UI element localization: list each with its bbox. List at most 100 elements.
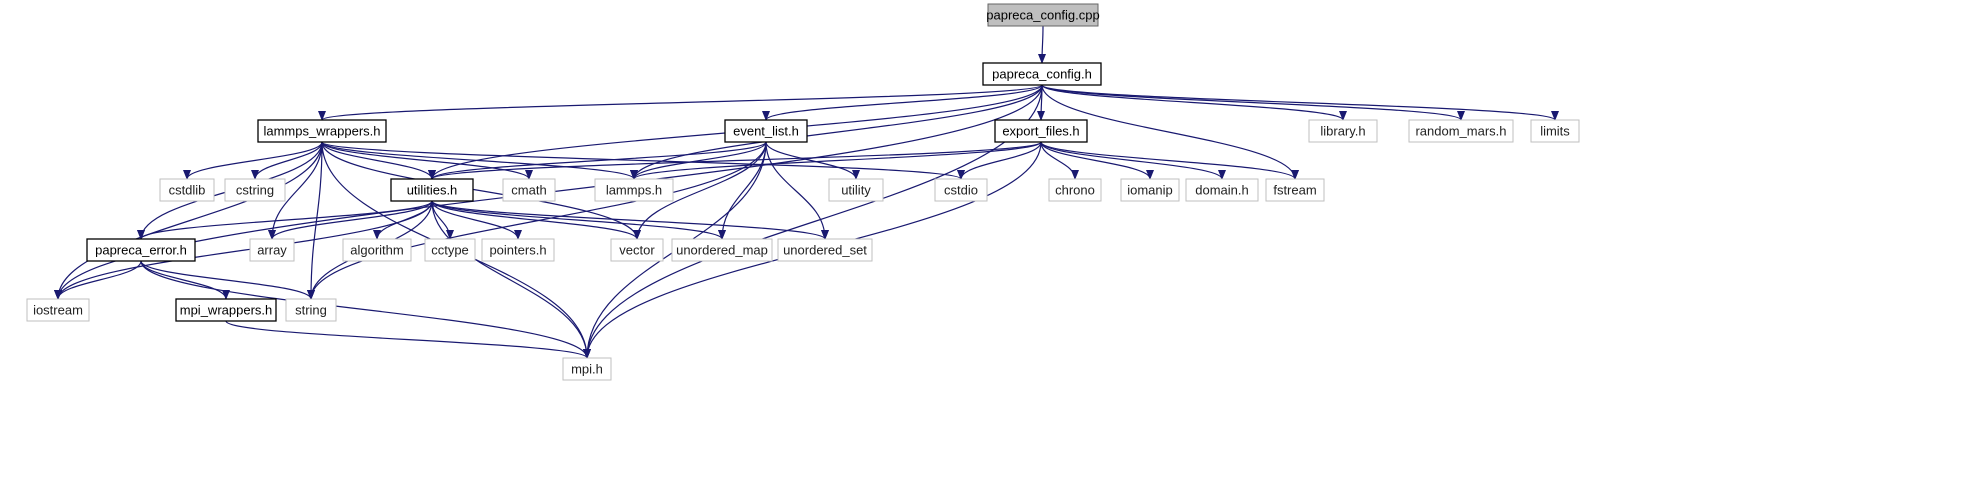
node-box-random-mars-h: [1408, 119, 1514, 143]
edge-papreca-error-h-to-mpi-wrappers-h: [140, 260, 230, 300]
node-box-unordered-map: [671, 238, 773, 262]
edge-event-list-h-to-utilities-h: [428, 141, 767, 180]
node-iostream: iostream: [26, 298, 90, 322]
edge-export-files-h-to-domain-h: [1040, 141, 1226, 180]
edge-papreca-config-h-to-lammps-h: [630, 84, 1043, 180]
edge-lammps-wrappers-h-to-array: [268, 141, 323, 240]
node-label-papreca-config-cpp: papreca_config.cpp: [986, 8, 1099, 23]
node-array: array: [249, 238, 295, 262]
node-lammps-wrappers-h[interactable]: lammps_wrappers.h: [257, 119, 387, 143]
edge-event-list-h-to-utility: [765, 141, 860, 180]
node-random-mars-h: random_mars.h: [1408, 119, 1514, 143]
node-box-cstring: [224, 178, 286, 202]
edge-papreca-config-cpp-to-papreca-config-h: [1038, 25, 1047, 64]
node-fstream: fstream: [1265, 178, 1325, 202]
node-box-chrono: [1048, 178, 1102, 202]
edge-lammps-wrappers-h-to-cstdlib: [183, 141, 323, 180]
node-cmath: cmath: [502, 178, 556, 202]
node-utilities-h[interactable]: utilities.h: [390, 178, 474, 202]
node-papreca-config-h[interactable]: papreca_config.h: [982, 62, 1102, 86]
edge-utilities-h-to-pointers-h: [431, 200, 522, 240]
node-unordered-map: unordered_map: [671, 238, 773, 262]
node-box-cmath: [502, 178, 556, 202]
node-box-cctype: [424, 238, 476, 262]
node-label-cctype: cctype: [431, 243, 469, 258]
node-label-pointers-h: pointers.h: [489, 243, 546, 258]
edge-export-files-h-to-utilities-h: [428, 141, 1042, 180]
edge-papreca-error-h-to-iostream: [54, 260, 142, 300]
node-unordered-set: unordered_set: [777, 238, 873, 262]
edge-event-list-h-to-lammps-h: [630, 141, 767, 180]
node-library-h: library.h: [1308, 119, 1378, 143]
node-label-random-mars-h: random_mars.h: [1415, 124, 1506, 139]
node-box-fstream: [1265, 178, 1325, 202]
node-label-papreca-error-h: papreca_error.h: [95, 243, 187, 258]
edge-lammps-wrappers-h-to-cstdio: [321, 141, 965, 180]
node-iomanip: iomanip: [1120, 178, 1180, 202]
edge-papreca-config-h-to-random-mars-h: [1041, 84, 1465, 121]
edge-lammps-wrappers-h-to-utilities-h: [321, 141, 436, 180]
node-utility: utility: [828, 178, 884, 202]
node-box-cstdio: [934, 178, 988, 202]
node-domain-h: domain.h: [1185, 178, 1259, 202]
edge-papreca-config-h-to-fstream: [1041, 84, 1299, 180]
node-box-utilities-h: [390, 178, 474, 202]
node-label-library-h: library.h: [1320, 124, 1365, 139]
edge-lammps-wrappers-h-to-cmath: [321, 141, 533, 180]
node-box-utility: [828, 178, 884, 202]
node-box-event-list-h: [724, 119, 808, 143]
node-label-fstream: fstream: [1273, 183, 1316, 198]
node-label-algorithm: algorithm: [350, 243, 403, 258]
node-box-papreca-error-h: [86, 238, 196, 262]
node-event-list-h[interactable]: event_list.h: [724, 119, 808, 143]
edge-utilities-h-to-array: [268, 200, 433, 240]
node-label-limits: limits: [1540, 124, 1570, 139]
node-box-pointers-h: [481, 238, 555, 262]
edge-export-files-h-to-cstdio: [957, 141, 1042, 180]
node-export-files-h[interactable]: export_files.h: [994, 119, 1088, 143]
node-box-vector: [610, 238, 664, 262]
node-chrono: chrono: [1048, 178, 1102, 202]
edge-lammps-wrappers-h-to-cstring: [251, 141, 323, 180]
edge-lammps-wrappers-h-to-vector: [321, 141, 641, 240]
node-box-cstdlib: [159, 178, 215, 202]
node-cstdio: cstdio: [934, 178, 988, 202]
node-label-iomanip: iomanip: [1127, 183, 1173, 198]
node-label-utilities-h: utilities.h: [407, 183, 458, 198]
edge-papreca-config-h-to-library-h: [1041, 84, 1347, 121]
edge-export-files-h-to-chrono: [1040, 141, 1079, 180]
node-label-array: array: [257, 243, 287, 258]
edge-lammps-wrappers-h-to-lammps-h: [321, 141, 638, 180]
node-label-string: string: [295, 303, 327, 318]
edge-papreca-config-h-to-lammps-wrappers-h: [318, 84, 1043, 121]
edge-lammps-wrappers-h-to-iostream: [54, 141, 323, 300]
node-box-library-h: [1308, 119, 1378, 143]
edge-export-files-h-to-lammps-h: [630, 141, 1042, 180]
node-box-papreca-config-h: [982, 62, 1102, 86]
node-box-array: [249, 238, 295, 262]
node-string: string: [285, 298, 337, 322]
node-label-unordered-set: unordered_set: [783, 243, 867, 258]
edge-utilities-h-to-unordered-map: [431, 200, 726, 240]
edge-lammps-wrappers-h-to-string: [307, 141, 323, 300]
node-label-unordered-map: unordered_map: [676, 243, 768, 258]
node-cstring: cstring: [224, 178, 286, 202]
node-papreca-error-h[interactable]: papreca_error.h: [86, 238, 196, 262]
node-cctype: cctype: [424, 238, 476, 262]
node-vector: vector: [610, 238, 664, 262]
node-papreca-config-cpp[interactable]: papreca_config.cpp: [986, 3, 1100, 27]
node-label-cmath: cmath: [511, 183, 546, 198]
node-box-algorithm: [342, 238, 412, 262]
node-algorithm: algorithm: [342, 238, 412, 262]
node-mpi-h: mpi.h: [562, 357, 612, 381]
node-label-lammps-wrappers-h: lammps_wrappers.h: [263, 124, 380, 139]
node-label-event-list-h: event_list.h: [733, 124, 799, 139]
node-box-string: [285, 298, 337, 322]
node-pointers-h: pointers.h: [481, 238, 555, 262]
edge-utilities-h-to-papreca-error-h: [137, 200, 433, 240]
node-mpi-wrappers-h[interactable]: mpi_wrappers.h: [175, 298, 277, 322]
edge-utilities-h-to-mpi-h: [431, 200, 591, 359]
node-box-mpi-wrappers-h: [175, 298, 277, 322]
node-label-vector: vector: [619, 243, 655, 258]
